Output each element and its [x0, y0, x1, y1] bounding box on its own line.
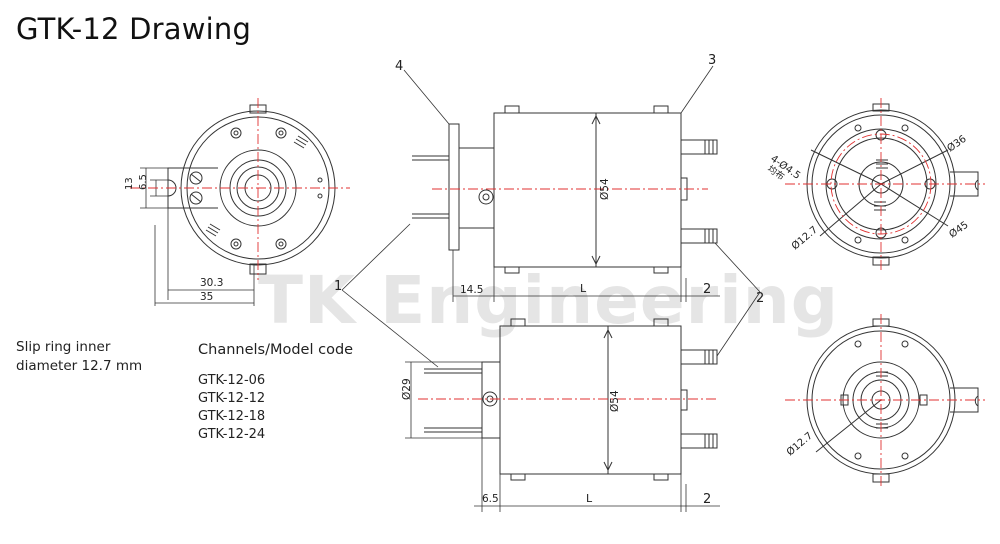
top-side-view	[412, 105, 718, 274]
right-top-end-view	[806, 103, 979, 266]
dim-45: Ø45	[947, 219, 971, 241]
dim-54-top: Ø54	[599, 178, 611, 200]
model-code-list: Channels/Model code GTK-12-06 GTK-12-12 …	[198, 342, 353, 444]
callout-1: 1	[334, 279, 342, 294]
model-code-item: GTK-12-12	[198, 391, 266, 406]
dim-12-7-bottom: Ø12.7	[784, 430, 815, 459]
inner-diameter-note: Slip ring inner diameter 12.7 mm	[16, 338, 186, 376]
note-line: Slip ring inner	[16, 339, 111, 355]
bottom-side-view	[424, 318, 718, 481]
dim-13: 13	[124, 177, 135, 190]
top-side-dimensions	[452, 250, 720, 302]
callout-leaders	[341, 65, 761, 368]
left-end-view	[167, 104, 336, 275]
model-list-header: Channels/Model code	[198, 342, 354, 358]
callout-3: 3	[708, 53, 716, 68]
page-title: GTK-12 Drawing	[16, 12, 252, 46]
dim-14-5: 14.5	[460, 284, 483, 296]
dim-30-3: 30.3	[200, 277, 223, 289]
note-line: diameter 12.7 mm	[16, 358, 143, 374]
dim-l-bottom: L	[586, 492, 593, 505]
model-code-item: GTK-12-24	[198, 427, 266, 442]
dim-2-bottom: 2	[703, 492, 711, 507]
bottom-side-dimensions	[405, 361, 720, 512]
dim-35: 35	[200, 291, 213, 303]
model-code-item: GTK-12-06	[198, 373, 266, 388]
dim-2-top: 2	[703, 282, 711, 297]
dim-12-7-top: Ø12.7	[789, 224, 820, 253]
dim-l-top: L	[580, 282, 587, 295]
dim-6-5-bottom: 6.5	[482, 493, 499, 505]
dim-54-bottom: Ø54	[609, 390, 621, 412]
left-dimensions	[140, 167, 255, 306]
dim-36: Ø36	[945, 133, 969, 155]
callout-numbers: 4 3 1 2	[334, 53, 764, 306]
model-code-item: GTK-12-18	[198, 409, 266, 424]
right-bottom-end-view	[806, 318, 979, 483]
callout-2: 2	[756, 291, 764, 306]
dim-6-5: 6.5	[138, 174, 149, 190]
callout-4: 4	[395, 59, 403, 74]
centerlines	[130, 98, 985, 488]
dim-29: Ø29	[401, 378, 413, 400]
